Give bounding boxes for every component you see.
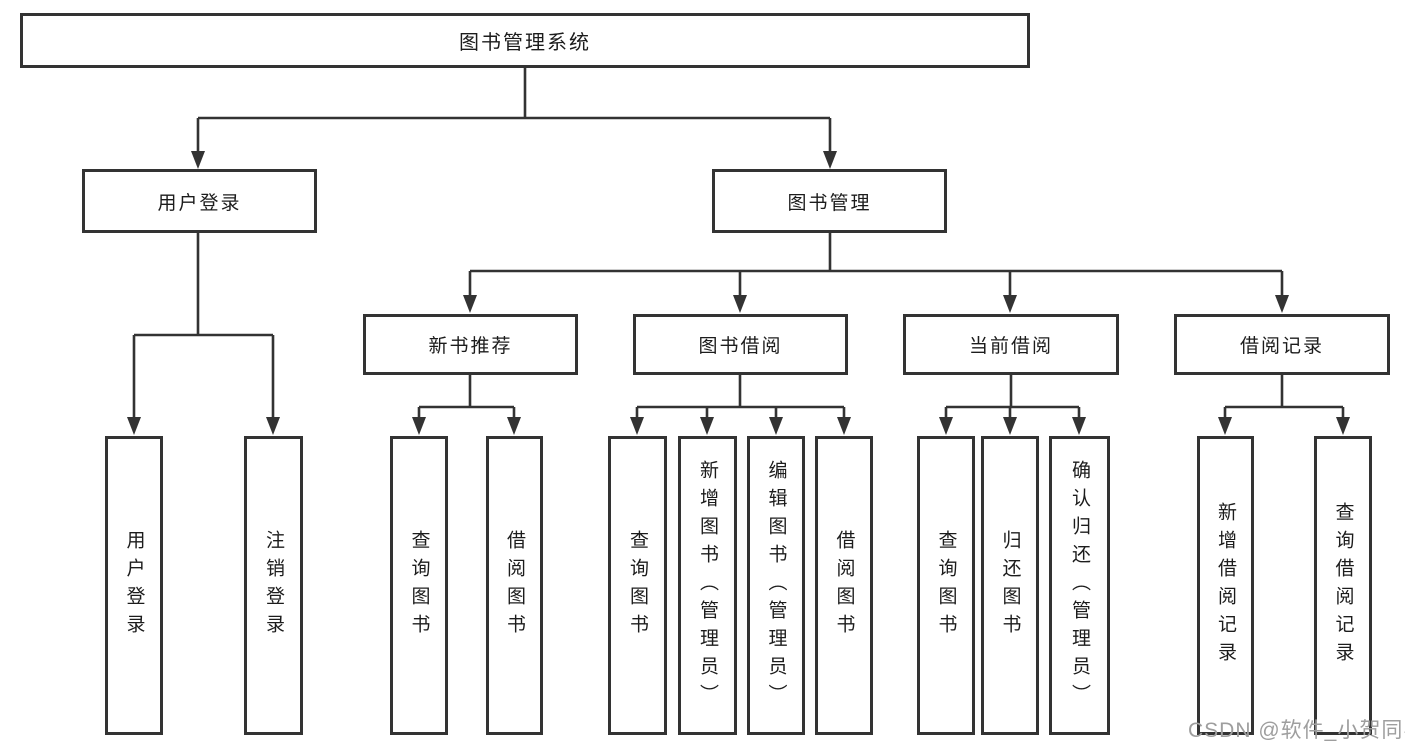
leaf-query-borrow-record: 查询借阅记录 [1314,436,1372,735]
node-label: 查询图书 [408,529,430,642]
node-label: 新增图书（管理员） [697,459,718,712]
leaf-borrow-books-1: 借阅图书 [486,436,543,735]
borrow-record-connectors [1218,375,1350,435]
node-user-login-branch: 用户登录 [82,169,317,233]
node-label: 借阅记录 [1239,336,1324,357]
user-login-connectors [127,233,280,435]
node-label: 归还图书 [999,529,1021,642]
current-borrow-connectors [939,375,1086,435]
leaf-logout: 注销登录 [244,436,303,735]
leaf-add-books-admin: 新增图书（管理员） [678,436,737,735]
node-book-borrowing: 图书借阅 [633,314,848,375]
leaf-query-books-1: 查询图书 [390,436,448,735]
book-borrow-connectors [630,375,851,435]
node-label: 确认归还（管理员） [1069,459,1090,712]
book-mgmt-connectors [463,233,1289,313]
leaf-confirm-return-admin: 确认归还（管理员） [1049,436,1110,735]
node-label: 查询图书 [627,529,648,642]
node-label: 借阅图书 [833,529,855,642]
node-label: 图书管理系统 [459,32,591,54]
node-label: 注销登录 [263,529,284,642]
node-borrowing-records: 借阅记录 [1174,314,1390,375]
node-label: 查询借阅记录 [1332,501,1354,670]
node-new-book-recommend: 新书推荐 [363,314,578,375]
node-label: 编辑图书（管理员） [765,459,787,712]
leaf-edit-books-admin: 编辑图书（管理员） [747,436,805,735]
node-label: 查询图书 [935,529,957,642]
node-label: 当前借阅 [968,336,1053,357]
node-book-management-branch: 图书管理 [712,169,947,233]
node-label: 图书借阅 [698,336,783,357]
node-system-root: 图书管理系统 [20,13,1030,68]
leaf-user-login: 用户登录 [105,436,163,735]
new-book-connectors [412,375,521,435]
csdn-watermark: CSDN @软件_小贺同学 [1188,719,1405,742]
leaf-borrow-books-2: 借阅图书 [815,436,873,735]
node-current-borrowing: 当前借阅 [903,314,1119,375]
node-label: 新增借阅记录 [1215,501,1236,670]
leaf-add-borrow-record: 新增借阅记录 [1197,436,1254,735]
node-label: 图书管理 [787,192,872,214]
leaf-query-books-2: 查询图书 [608,436,667,735]
node-label: 用户登录 [157,192,242,214]
node-label: 新书推荐 [428,336,513,357]
node-label: 借阅图书 [504,529,525,642]
node-label: 用户登录 [123,529,145,642]
leaf-query-books-3: 查询图书 [917,436,975,735]
leaf-return-books: 归还图书 [981,436,1039,735]
root-connectors [191,68,837,169]
